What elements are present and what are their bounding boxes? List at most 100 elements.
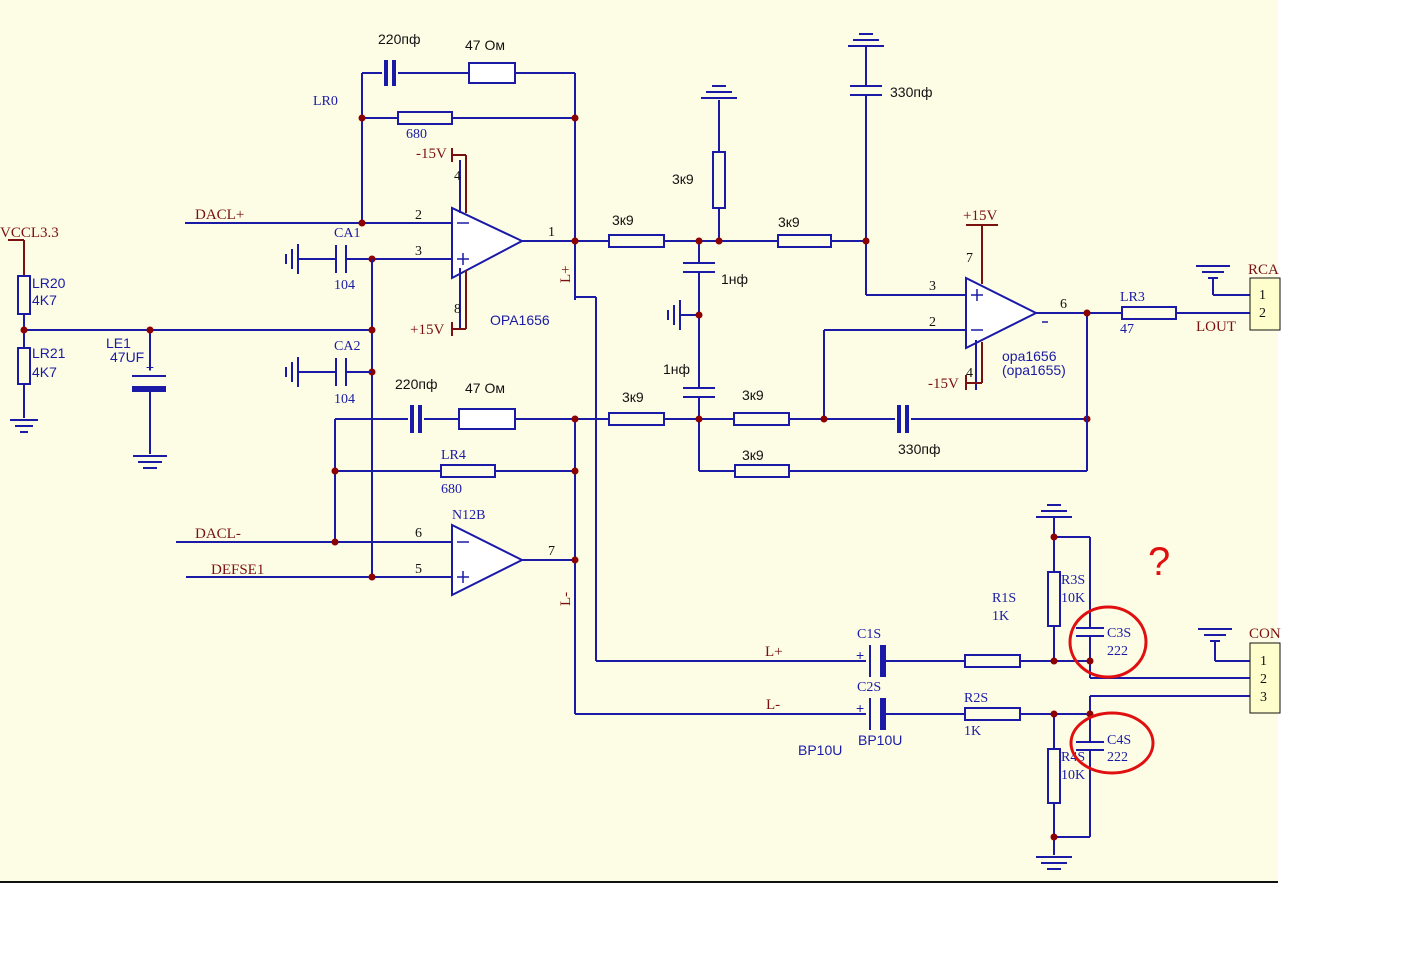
net-lout: LOUT bbox=[1196, 319, 1236, 335]
u1-pin8: 8 bbox=[454, 302, 461, 317]
net-dacl-minus: DACL- bbox=[195, 526, 241, 542]
vccl-label: VCCL3.3 bbox=[0, 225, 59, 241]
lr4-ref: LR4 bbox=[441, 448, 466, 463]
balanced-output: + + bbox=[856, 504, 1281, 870]
net-l-minus-vertical: L- bbox=[558, 592, 574, 606]
c-fb2-value: 220пф bbox=[395, 376, 437, 392]
rca-pin1: 1 bbox=[1259, 288, 1266, 303]
rca-ref: RCA bbox=[1248, 262, 1279, 278]
u2-part: N12B bbox=[452, 508, 485, 523]
svg-text:+: + bbox=[856, 647, 864, 663]
r1s-value: 1K bbox=[992, 609, 1009, 624]
c330-top bbox=[848, 33, 966, 296]
u3-vminus-label: -15V bbox=[928, 376, 959, 392]
u1-pin2: 2 bbox=[415, 208, 422, 223]
rca-pin2: 2 bbox=[1259, 306, 1266, 321]
u1-vminus-label: -15V bbox=[416, 146, 447, 162]
ground-symbol-le1 bbox=[133, 455, 167, 469]
u2-pin7: 7 bbox=[548, 544, 555, 559]
net-defse1: DEFSE1 bbox=[211, 562, 264, 578]
c1s-ref: C1S bbox=[857, 627, 881, 642]
c3s-ref: C3S bbox=[1107, 626, 1131, 641]
net-l-plus-vertical: L+ bbox=[558, 265, 574, 283]
con-pin1: 1 bbox=[1260, 654, 1267, 669]
lr3-ref: LR3 bbox=[1120, 290, 1145, 305]
rca-output bbox=[1121, 265, 1281, 331]
u3-part-alt: (opa1655) bbox=[1002, 362, 1066, 378]
u1-pin4: 4 bbox=[454, 169, 461, 184]
net-l-plus: L+ bbox=[765, 644, 783, 660]
net-dacl-plus: DACL+ bbox=[195, 207, 244, 223]
u3-part: opa1656 bbox=[1002, 348, 1057, 364]
lr20-ref: LR20 bbox=[32, 275, 66, 291]
u3-pin3: 3 bbox=[929, 279, 936, 294]
net-l-minus: L- bbox=[766, 697, 780, 713]
svg-text:+: + bbox=[146, 359, 154, 375]
ground-symbol-lr21 bbox=[10, 419, 38, 433]
u1-pin3: 3 bbox=[415, 244, 422, 259]
c1s-value: BP10U bbox=[798, 742, 842, 758]
u1-pin1: 1 bbox=[548, 225, 555, 240]
con-pin3: 3 bbox=[1260, 690, 1267, 705]
lr20-value: 4K7 bbox=[32, 292, 57, 308]
question-mark: ? bbox=[1148, 540, 1170, 584]
ca2-value: 104 bbox=[334, 392, 355, 407]
con-ref: CON bbox=[1249, 626, 1281, 642]
ca2-capacitor bbox=[285, 357, 372, 387]
u1-part: OPA1656 bbox=[490, 312, 550, 328]
con-pin2: 2 bbox=[1260, 672, 1267, 687]
u1-vplus-label: +15V bbox=[410, 322, 444, 338]
u3-pin6: 6 bbox=[1060, 297, 1067, 312]
lr21-ref: LR21 bbox=[32, 345, 66, 361]
c4s-value: 222 bbox=[1107, 750, 1128, 765]
u3-pin4: 4 bbox=[966, 366, 973, 381]
lr21-value: 4K7 bbox=[32, 364, 57, 380]
u2-pin6: 6 bbox=[415, 526, 422, 541]
r-v-value: 3к9 bbox=[672, 171, 694, 187]
c-1nf-a-value: 1нф bbox=[721, 271, 748, 287]
r-bot-value: 3к9 bbox=[742, 447, 764, 463]
u1-opamp bbox=[451, 148, 525, 336]
c2s-value: BP10U bbox=[858, 732, 902, 748]
u3-opamp bbox=[965, 224, 1122, 471]
u2-pin5: 5 bbox=[415, 562, 422, 577]
lr4-value: 680 bbox=[441, 482, 462, 497]
ground-symbol-3k9 bbox=[701, 85, 737, 99]
c2s-ref: C2S bbox=[857, 680, 881, 695]
u3-vplus-label: +15V bbox=[963, 208, 997, 224]
r-in2-value: 3к9 bbox=[622, 389, 644, 405]
r-mid1-value: 3к9 bbox=[778, 214, 800, 230]
bias-network: + bbox=[8, 239, 372, 469]
lr0-ref: LR0 bbox=[313, 94, 338, 109]
diff-stage-top bbox=[608, 85, 866, 388]
lr0-value: 680 bbox=[406, 127, 427, 142]
highlight-circle-c3s bbox=[1068, 605, 1148, 679]
u3-pin2: 2 bbox=[929, 315, 936, 330]
r1s-ref: R1S bbox=[992, 591, 1016, 606]
ground-symbol-ca1 bbox=[285, 244, 299, 274]
lr3-value: 47 bbox=[1120, 322, 1134, 337]
le1-ref: LE1 bbox=[106, 335, 131, 351]
le1-value: 47UF bbox=[110, 349, 144, 365]
ca1-capacitor bbox=[285, 244, 452, 274]
r-in1-value: 3к9 bbox=[612, 212, 634, 228]
ca1-value: 104 bbox=[334, 278, 355, 293]
diff-stage-bottom bbox=[608, 329, 1091, 478]
r-fb2-value: 47 Ом bbox=[465, 380, 505, 396]
ca2-ref: CA2 bbox=[334, 339, 360, 354]
c330-fb-value: 330пф bbox=[898, 441, 940, 457]
balanced-routes bbox=[575, 296, 866, 715]
ground-symbol-ca2 bbox=[285, 357, 299, 387]
r2s-value: 1K bbox=[964, 724, 981, 739]
highlight-circle-c4s bbox=[1069, 711, 1155, 775]
u2-opamp bbox=[176, 405, 609, 714]
sheet-area bbox=[0, 0, 1278, 882]
r2s-ref: R2S bbox=[964, 691, 988, 706]
c-1nf-b-value: 1нф bbox=[663, 361, 690, 377]
r-mid2-value: 3к9 bbox=[742, 387, 764, 403]
ca1-ref: CA1 bbox=[334, 226, 360, 241]
c330-top-value: 330пф bbox=[890, 84, 932, 100]
svg-text:+: + bbox=[856, 700, 864, 716]
c4s-ref: C4S bbox=[1107, 733, 1131, 748]
